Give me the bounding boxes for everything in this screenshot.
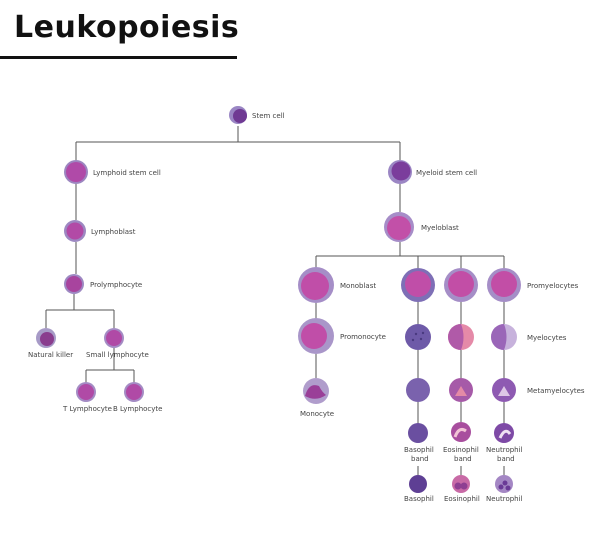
small-lymphocyte-cell <box>104 328 124 348</box>
t-lymphocyte-cell <box>76 382 96 402</box>
monocyte-label: Monocyte <box>300 410 334 418</box>
promonocyte-label: Promonocyte <box>340 333 386 341</box>
metamyelocyte-neutrophil-cell <box>492 378 516 402</box>
page-title: Leukopoiesis <box>14 10 240 45</box>
myelocyte-basophil-cell <box>405 324 431 350</box>
promonocyte-cell <box>298 318 334 354</box>
stem-cell <box>229 106 247 124</box>
eosinophil-label: Eosinophil <box>444 495 480 503</box>
myelocytes-label: Myelocytes <box>527 334 567 342</box>
t-lymphocyte-label: T Lymphocyte <box>62 405 112 413</box>
eosinophil-cell <box>452 475 470 493</box>
stem-cell-label: Stem cell <box>252 112 285 120</box>
basophil-band-label-line2: band <box>411 455 429 463</box>
lymphoid-stem-cell <box>64 160 88 184</box>
natural-killer-label: Natural killer <box>28 351 73 359</box>
monoblast-cell <box>298 267 334 303</box>
metamyelocyte-eosinophil-cell <box>449 378 473 402</box>
eosinophil-band-cell <box>451 422 471 442</box>
metamyelocyte-basophil-cell <box>406 378 430 402</box>
promyelocyte-neutrophil-cell <box>487 268 521 302</box>
neutrophil-band-cell <box>494 423 514 443</box>
neutrophil-band-label-line1: Neutrophil <box>486 446 523 454</box>
neutrophil-label: Neutrophil <box>486 495 523 503</box>
basophil-band-cell <box>408 423 428 443</box>
b-lymphocyte-cell <box>124 382 144 402</box>
metamyelocytes-label: Metamyelocytes <box>527 387 585 395</box>
myelocyte-eosinophil-cell <box>448 324 474 350</box>
small-lymphocyte-label: Small lymphocyte <box>86 351 149 359</box>
title-underline <box>0 56 237 59</box>
connector-lines <box>45 126 505 475</box>
myeloid-stem-cell <box>388 160 412 184</box>
prolymphocyte-label: Prolymphocyte <box>90 281 142 289</box>
lymphoblast-cell <box>64 220 86 242</box>
neutrophil-cell <box>495 475 513 493</box>
neutrophil-band-label-line2: band <box>497 455 515 463</box>
promyelocyte-basophil-cell <box>401 268 435 302</box>
myeloid-stem-cell-label: Myeloid stem cell <box>416 169 477 177</box>
monoblast-label: Monoblast <box>340 282 376 290</box>
basophil-band-label-line1: Basophil <box>404 446 434 454</box>
myeloblast-cell <box>384 212 414 242</box>
promyelocyte-eosinophil-cell <box>444 268 478 302</box>
lymphoblast-label: Lymphoblast <box>91 228 136 236</box>
myeloblast-label: Myeloblast <box>421 224 459 232</box>
eosinophil-band-label-line2: band <box>454 455 472 463</box>
monocyte-cell <box>303 378 329 404</box>
myelocyte-neutrophil-cell <box>491 324 517 350</box>
basophil-label: Basophil <box>404 495 434 503</box>
promyelocytes-label: Promyelocytes <box>527 282 579 290</box>
b-lymphocyte-label: B Lymphocyte <box>113 405 162 413</box>
eosinophil-band-label-line1: Eosinophil <box>443 446 479 454</box>
prolymphocyte-cell <box>64 274 84 294</box>
basophil-cell <box>409 475 427 493</box>
natural-killer-cell <box>36 328 56 348</box>
lymphoid-stem-cell-label: Lymphoid stem cell <box>93 169 161 177</box>
